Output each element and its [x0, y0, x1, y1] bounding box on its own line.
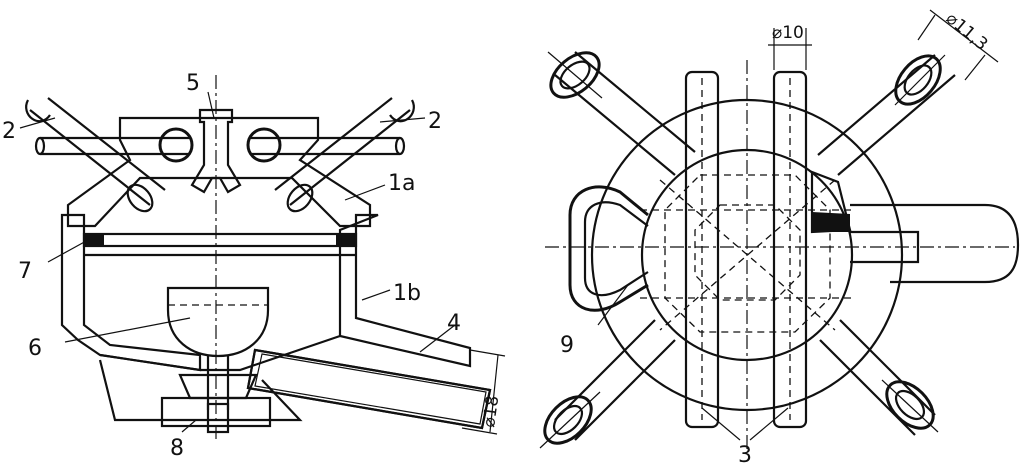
leader-1b	[361, 289, 391, 301]
section-view: 5 2 2 1a 7 1b 4 6 8 ⌀18	[2, 71, 506, 461]
tube-bottom-right	[819, 319, 939, 436]
port-left	[126, 183, 154, 213]
tube-bottom-left	[539, 319, 676, 449]
inner-circle	[640, 148, 854, 362]
label-1a: 1a	[388, 171, 415, 196]
gasket-7-left	[84, 234, 104, 246]
label-dim-11-3: ⌀11,3	[942, 9, 992, 55]
label-4: 4	[447, 311, 461, 336]
label-6: 6	[28, 336, 42, 361]
slant-tube-left-end	[25, 99, 51, 123]
body-1b-left	[60, 213, 202, 372]
leader-3a	[701, 407, 741, 441]
stem	[206, 356, 230, 410]
dim113-ext1	[917, 14, 936, 41]
dim18-line	[489, 354, 499, 433]
body-1b-right	[338, 213, 472, 368]
collar	[178, 373, 258, 400]
leader-5	[207, 91, 215, 119]
slant-tube-right	[274, 97, 411, 206]
rod-3-left	[684, 70, 720, 429]
lid-hole-right	[246, 127, 282, 163]
port-right	[286, 183, 314, 213]
dim18-ext1	[469, 349, 506, 357]
label-2-right: 2	[428, 109, 442, 134]
leader-9	[597, 284, 629, 326]
label-9: 9	[560, 333, 574, 358]
label-dim-10: ⌀10	[772, 23, 804, 43]
label-dim-18: ⌀18	[479, 394, 503, 428]
outer-circle	[590, 98, 904, 412]
label-7: 7	[18, 259, 32, 284]
leader-6	[64, 317, 191, 343]
label-8: 8	[170, 436, 184, 461]
handle-9-inner	[583, 201, 649, 297]
valve-5	[190, 108, 242, 194]
bowl-6	[166, 286, 270, 358]
outlet-tube-bore	[254, 353, 487, 425]
tube-2-right-end	[394, 136, 406, 156]
label-2-left: 2	[2, 119, 16, 144]
dim18-ext2	[461, 427, 498, 435]
top-view: ⌀10 ⌀11,3 9 3	[539, 9, 1020, 468]
dim113-ext2	[964, 54, 986, 81]
lid-hole-left	[158, 127, 194, 163]
leader-4	[419, 324, 456, 353]
gasket-7	[82, 232, 358, 248]
spout-outer	[850, 203, 1020, 284]
label-5: 5	[186, 71, 200, 96]
leader-8	[181, 419, 197, 433]
plug-8	[160, 396, 272, 428]
slant-tube-left	[29, 97, 166, 206]
label-1b: 1b	[393, 281, 421, 306]
handle-9-outer	[568, 185, 649, 312]
tube-top-right	[817, 54, 956, 176]
spout-inner	[850, 230, 920, 264]
tube-2-left-end	[34, 136, 46, 156]
body-bottom	[99, 334, 341, 372]
leader-2a	[19, 117, 56, 129]
leader-1a	[344, 184, 386, 201]
tube-top-left	[547, 51, 696, 176]
slant-tube-right-end	[389, 99, 415, 123]
lid-1a	[66, 116, 372, 228]
label-3: 3	[738, 443, 752, 468]
rod-3-right	[772, 70, 808, 429]
plug-8-core	[206, 402, 230, 434]
leader-2b	[379, 117, 426, 123]
dim113-line	[929, 9, 999, 63]
leader-3b	[749, 407, 789, 441]
section-wedge-dark	[812, 212, 850, 232]
leader-7	[47, 239, 89, 263]
